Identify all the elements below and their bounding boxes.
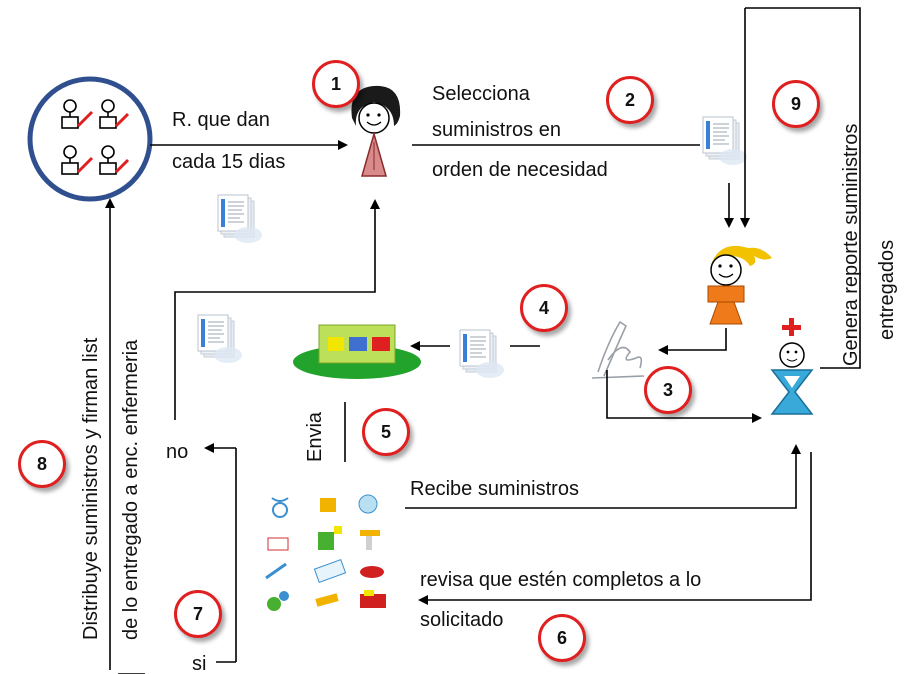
warehouse-building-icon [293,324,421,379]
label-sel-line2: suministros en [432,119,561,141]
step-badge-4: 4 [520,284,568,332]
label-distribuye-line1: Distribuye suministros y firman list [80,337,102,640]
warehouse-worker-icon [707,245,772,325]
step-badge-5: 5 [362,408,410,456]
label-genera-line2: entregados [876,239,898,340]
nurse-woman-icon [351,85,401,177]
medical-supplies-icon [265,494,386,611]
step-badge-8: 8 [18,440,66,488]
step-badge-3: 3 [644,366,692,414]
label-no: no [166,441,189,463]
step-badge-9: 9 [772,80,820,128]
label-envia: Envia [304,411,326,462]
step-badge-6: 6 [538,614,586,662]
signature-icon [591,320,645,379]
step-badge-1: 1 [312,60,360,108]
label-sel-line1: Selecciona [432,83,530,105]
document-icon [459,329,505,379]
label-sel-line3: orden de necesidad [432,159,608,181]
label-genera-line1: Genera reporte suministros [840,123,862,366]
step-badge-2: 2 [606,76,654,124]
nurse-icon [770,318,814,415]
label-si: si [192,653,207,674]
org-chart-icon [27,76,153,202]
label-rq-line1: R. que dan [172,109,270,131]
label-revisa-line2: solicitado [420,609,504,631]
label-recibe: Recibe suministros [410,478,579,500]
label-revisa-line1: revisa que estén completos a lo [420,569,702,591]
document-icon [702,116,748,166]
document-icon [217,194,263,244]
label-distribuye-line2: de lo entregado a enc. enfermeria [120,339,142,640]
label-rq-line2: cada 15 dias [172,151,286,173]
document-icon [197,314,243,364]
step-badge-7: 7 [174,590,222,638]
